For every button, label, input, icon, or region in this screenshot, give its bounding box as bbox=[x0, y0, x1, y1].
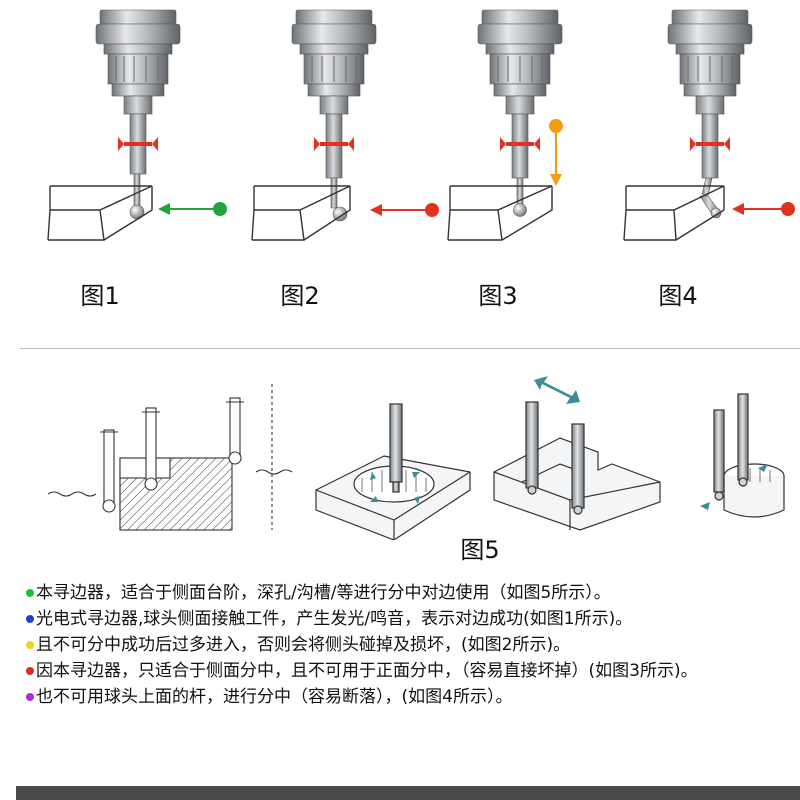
note-text: 且不可分中成功后过多进入，否则会将侧头碰掉及损坏，(如图2所示)。 bbox=[36, 635, 571, 655]
double-arrow-icon bbox=[534, 376, 580, 404]
figure-5-label: 图5 bbox=[460, 536, 500, 564]
downward-arrow bbox=[549, 119, 563, 186]
figure-1-label: 图1 bbox=[80, 282, 120, 310]
signal-light-icon bbox=[118, 137, 158, 151]
step-hole-probes bbox=[700, 393, 785, 518]
workpiece bbox=[447, 185, 553, 241]
panel-1 bbox=[47, 9, 227, 241]
groove-block bbox=[493, 376, 661, 531]
workpiece bbox=[251, 185, 351, 241]
panel-2 bbox=[251, 9, 439, 241]
note-text: 也不可用球头上面的杆，进行分中（容易断落），(如图4所示）。 bbox=[36, 687, 513, 707]
note-item: 因本寻边器，只适合于侧面分中，且不可用于正面分中，（容易直接坏掉）(如图3所示)… bbox=[26, 658, 796, 684]
note-item: 本寻边器，适合于侧面台阶，深孔/沟槽/等进行分中对边使用（如图5所示）。 bbox=[26, 580, 796, 606]
panel-3 bbox=[447, 9, 563, 241]
usage-notes: 本寻边器，适合于侧面台阶，深孔/沟槽/等进行分中对边使用（如图5所示）。 光电式… bbox=[26, 580, 796, 710]
note-text: 因本寻边器，只适合于侧面分中，且不可用于正面分中，（容易直接坏掉）(如图3所示)… bbox=[36, 661, 698, 681]
tool-holder bbox=[95, 9, 181, 220]
footer-bar bbox=[16, 786, 800, 800]
figure-4-label: 图4 bbox=[658, 282, 698, 310]
note-item: 光电式寻边器,球头侧面接触工件，产生发光/鸣音，表示对边成功(如图1所示)。 bbox=[26, 606, 796, 632]
bullet-dot-icon bbox=[26, 641, 34, 649]
direction-arrows-icon bbox=[700, 464, 768, 510]
signal-light-icon bbox=[690, 137, 730, 151]
approach-arrow bbox=[158, 202, 227, 216]
top-figures-drawing bbox=[47, 9, 795, 241]
figure-3-label: 图3 bbox=[478, 282, 518, 310]
bullet-dot-icon bbox=[26, 693, 34, 701]
approach-arrow bbox=[370, 203, 439, 217]
signal-light-icon bbox=[314, 137, 354, 151]
top-figures: 图1 图2 图3 图4 bbox=[0, 0, 800, 330]
bullet-dot-icon bbox=[26, 589, 34, 597]
approach-arrow bbox=[732, 202, 795, 216]
section-view bbox=[47, 384, 293, 531]
section-divider bbox=[20, 348, 800, 349]
signal-light-icon bbox=[500, 137, 540, 151]
figure-5-drawing bbox=[47, 376, 785, 540]
tool-holder bbox=[667, 9, 753, 219]
bullet-dot-icon bbox=[26, 615, 34, 623]
note-item: 也不可用球头上面的杆，进行分中（容易断落），(如图4所示）。 bbox=[26, 684, 796, 710]
deep-hole-block bbox=[315, 403, 471, 540]
workpiece bbox=[623, 185, 725, 241]
panel-4 bbox=[623, 9, 795, 241]
bullet-dot-icon bbox=[26, 667, 34, 675]
figure-2-label: 图2 bbox=[280, 282, 320, 310]
note-text: 本寻边器，适合于侧面台阶，深孔/沟槽/等进行分中对边使用（如图5所示）。 bbox=[36, 583, 611, 603]
note-text: 光电式寻边器,球头侧面接触工件，产生发光/鸣音，表示对边成功(如图1所示)。 bbox=[36, 609, 633, 629]
direction-arrows-icon bbox=[370, 472, 420, 504]
tool-holder bbox=[291, 9, 377, 222]
workpiece bbox=[47, 185, 153, 241]
tool-holder bbox=[477, 9, 563, 217]
note-item: 且不可分中成功后过多进入，否则会将侧头碰掉及损坏，(如图2所示)。 bbox=[26, 632, 796, 658]
